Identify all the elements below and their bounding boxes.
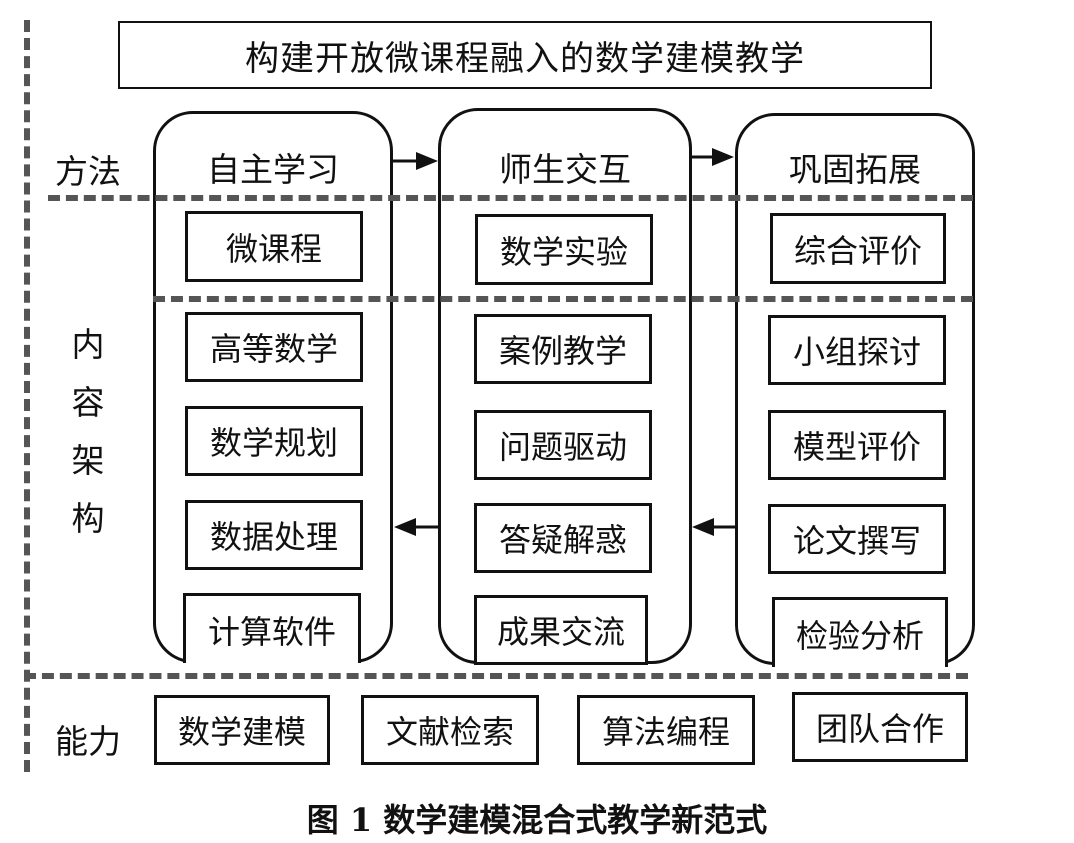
arrow-right-2	[692, 148, 734, 166]
left-dashed-border	[24, 20, 30, 772]
content-item: 计算软件	[183, 593, 361, 663]
top-box: 数学实验	[475, 214, 653, 285]
row-label-method: 方法	[55, 152, 121, 191]
row-label-content: 内 容 架 构	[68, 316, 108, 548]
row-label-content-char: 架	[71, 441, 105, 480]
column-header: 巩固拓展	[789, 150, 921, 189]
row-label-content-char: 容	[71, 383, 105, 422]
ability-box: 算法编程	[577, 695, 755, 765]
row-label-ability: 能力	[55, 722, 121, 761]
row-label-content-char: 构	[71, 499, 105, 538]
diagram-title-text: 构建开放微课程融入的数学建模教学	[245, 38, 805, 79]
content-item: 数学规划	[185, 406, 363, 476]
content-item: 模型评价	[768, 410, 946, 480]
column-header: 自主学习	[207, 150, 339, 189]
diagram-title: 构建开放微课程融入的数学建模教学	[118, 21, 932, 89]
content-item: 数据处理	[185, 500, 363, 570]
content-item: 案例教学	[474, 314, 652, 384]
top-box: 微课程	[185, 211, 363, 282]
row-label-content-char: 内	[71, 325, 105, 364]
ability-box: 文献检索	[361, 695, 539, 765]
content-item: 论文撰写	[768, 504, 946, 574]
ability-box: 团队合作	[792, 692, 968, 762]
separator-method	[48, 195, 973, 201]
separator-ability	[24, 673, 968, 679]
content-item: 高等数学	[185, 312, 363, 382]
column-header: 师生交互	[499, 150, 631, 189]
content-item: 小组探讨	[768, 315, 946, 385]
top-box: 综合评价	[770, 213, 946, 284]
content-item: 答疑解惑	[474, 503, 652, 573]
figure-caption: 图 1 数学建模混合式教学新范式	[306, 801, 768, 839]
separator-content	[153, 296, 973, 302]
content-item: 问题驱动	[474, 410, 652, 480]
ability-box: 数学建模	[154, 695, 330, 765]
arrow-right-1	[393, 152, 438, 170]
content-item: 检验分析	[772, 597, 948, 667]
arrow-left-2	[692, 518, 735, 536]
arrow-left-1	[394, 518, 438, 536]
content-item: 成果交流	[474, 595, 648, 665]
